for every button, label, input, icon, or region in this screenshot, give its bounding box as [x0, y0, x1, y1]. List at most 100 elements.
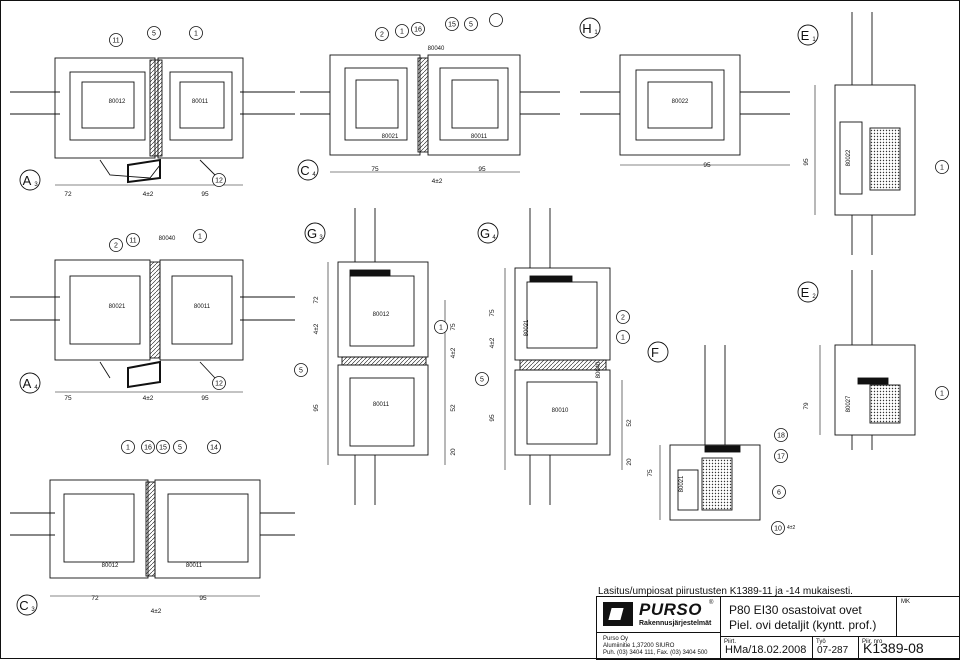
balloon-label: 1	[439, 325, 443, 332]
balloon-label: 5	[480, 377, 484, 384]
profile-code: 80021	[109, 304, 126, 310]
section-e2	[819, 270, 916, 450]
profile-code: 80021	[524, 319, 530, 336]
title-block: PURSO ® Rakennusjärjestelmät Purso Oy Al…	[596, 596, 960, 660]
section-e1	[814, 12, 916, 255]
item-balloon: 1	[395, 24, 409, 38]
balloon-label: 16	[144, 445, 152, 452]
dimension-label: 95	[313, 404, 320, 412]
balloon-label: 16	[414, 27, 422, 34]
section-c4	[300, 54, 560, 173]
view-subscript: 3	[319, 235, 323, 241]
profile-code: 80011	[373, 402, 390, 408]
drawing-number-cell: Piir. nro K1389-08	[859, 637, 960, 660]
view-subscript: 4	[492, 235, 496, 241]
view-subscript: 4	[34, 385, 38, 391]
item-balloon: 14	[207, 440, 221, 454]
item-balloon: 11	[109, 33, 123, 47]
item-balloon: 5	[294, 363, 308, 377]
dim-extra: 4±2	[787, 525, 796, 531]
balloon-label: 2	[380, 32, 384, 39]
drawn-by-label: Piirt.	[724, 639, 736, 645]
dimension-label: 20	[626, 458, 633, 466]
balloon-label: 6	[777, 490, 781, 497]
balloon-label: 11	[129, 238, 136, 245]
view-subscript: 1	[594, 30, 598, 36]
section-g4	[504, 208, 623, 505]
profile-code: 80022	[672, 99, 689, 105]
balloon-label: 1	[194, 31, 198, 38]
dimension-label: 75	[489, 309, 496, 317]
company-info: Purso Oy Alumiinitie 1,37200 SIURO Puh. …	[597, 633, 721, 660]
view-letter: A	[23, 376, 32, 391]
balloon-label: 12	[215, 381, 223, 388]
balloon-label: 1	[621, 335, 625, 342]
view-letter: F	[651, 345, 659, 360]
dimension-label: 75	[371, 166, 379, 173]
balloon-label: 2	[621, 315, 625, 322]
purso-logo-icon	[603, 602, 633, 626]
drawing-title-line2: Piel. ovi detaljit (kyntt. prof.)	[729, 618, 877, 632]
item-balloon: 2	[616, 310, 630, 324]
view-letter: G	[480, 226, 490, 241]
balloon-label: 15	[159, 445, 167, 452]
item-balloon: 2	[375, 27, 389, 41]
balloon-label: 12	[215, 178, 223, 185]
profile-code: 80011	[471, 134, 488, 140]
item-balloon: 12	[212, 173, 226, 187]
dimension-label: 95	[478, 166, 486, 173]
dimension-label: 75	[64, 395, 72, 402]
job-value: 07-287	[817, 645, 849, 656]
view-letter: H	[582, 21, 591, 36]
balloon-label: 2	[114, 243, 118, 250]
balloon-label: 5	[152, 31, 156, 38]
view-subscript: 1	[812, 37, 816, 43]
balloon-label: 10	[774, 526, 782, 533]
balloon-label: 1	[126, 445, 130, 452]
item-balloon: 1	[935, 160, 949, 174]
view-marker: F	[647, 341, 669, 363]
balloon-label: 14	[210, 445, 218, 452]
profile-code: 80021	[382, 134, 399, 140]
item-balloon: 16	[411, 22, 425, 36]
dimension-label: 72	[313, 296, 320, 304]
company-phone: Puh. (03) 3404 111, Fax. (03) 3404 500	[603, 650, 708, 656]
item-balloon: 11	[126, 233, 140, 247]
section-h1	[580, 54, 790, 166]
profile-code: 80022	[846, 149, 852, 166]
view-letter: G	[307, 226, 317, 241]
item-balloon: 1	[935, 386, 949, 400]
dimension-label: 95	[199, 595, 207, 602]
view-letter: C	[300, 163, 309, 178]
item-balloon: 16	[141, 440, 155, 454]
drawing-number-value: K1389-08	[863, 640, 924, 656]
balloon-label: 5	[178, 445, 182, 452]
brand-name: PURSO	[639, 600, 702, 619]
item-balloon: 1	[616, 330, 630, 344]
dimension-label: 4±2	[489, 337, 496, 348]
view-letter: E	[801, 285, 810, 300]
item-balloon: 2	[109, 238, 123, 252]
item-balloon: 15	[445, 17, 459, 31]
company-name: Purso Oy	[603, 636, 629, 642]
view-letter: C	[19, 598, 28, 613]
balloon-label: 18	[777, 433, 785, 440]
dimension-label: 72	[91, 595, 99, 602]
item-balloon: 1	[189, 26, 203, 40]
item-balloon: 5	[173, 440, 187, 454]
mk-cell: MK	[897, 597, 960, 637]
dimension-label: 75	[450, 323, 457, 331]
dimension-label: 52	[450, 404, 457, 412]
balloon-label: 1	[400, 29, 404, 36]
item-balloon: 18	[774, 428, 788, 442]
profile-code: 80040	[428, 46, 445, 52]
drawing-title-line1: P80 EI30 osastoivat ovet	[729, 603, 862, 617]
item-balloon	[489, 13, 503, 27]
dimension-label: 95	[803, 158, 810, 166]
item-balloon: 17	[774, 449, 788, 463]
glazing-note: Lasitus/umpiosat piirustusten K1389-11 j…	[598, 586, 853, 597]
